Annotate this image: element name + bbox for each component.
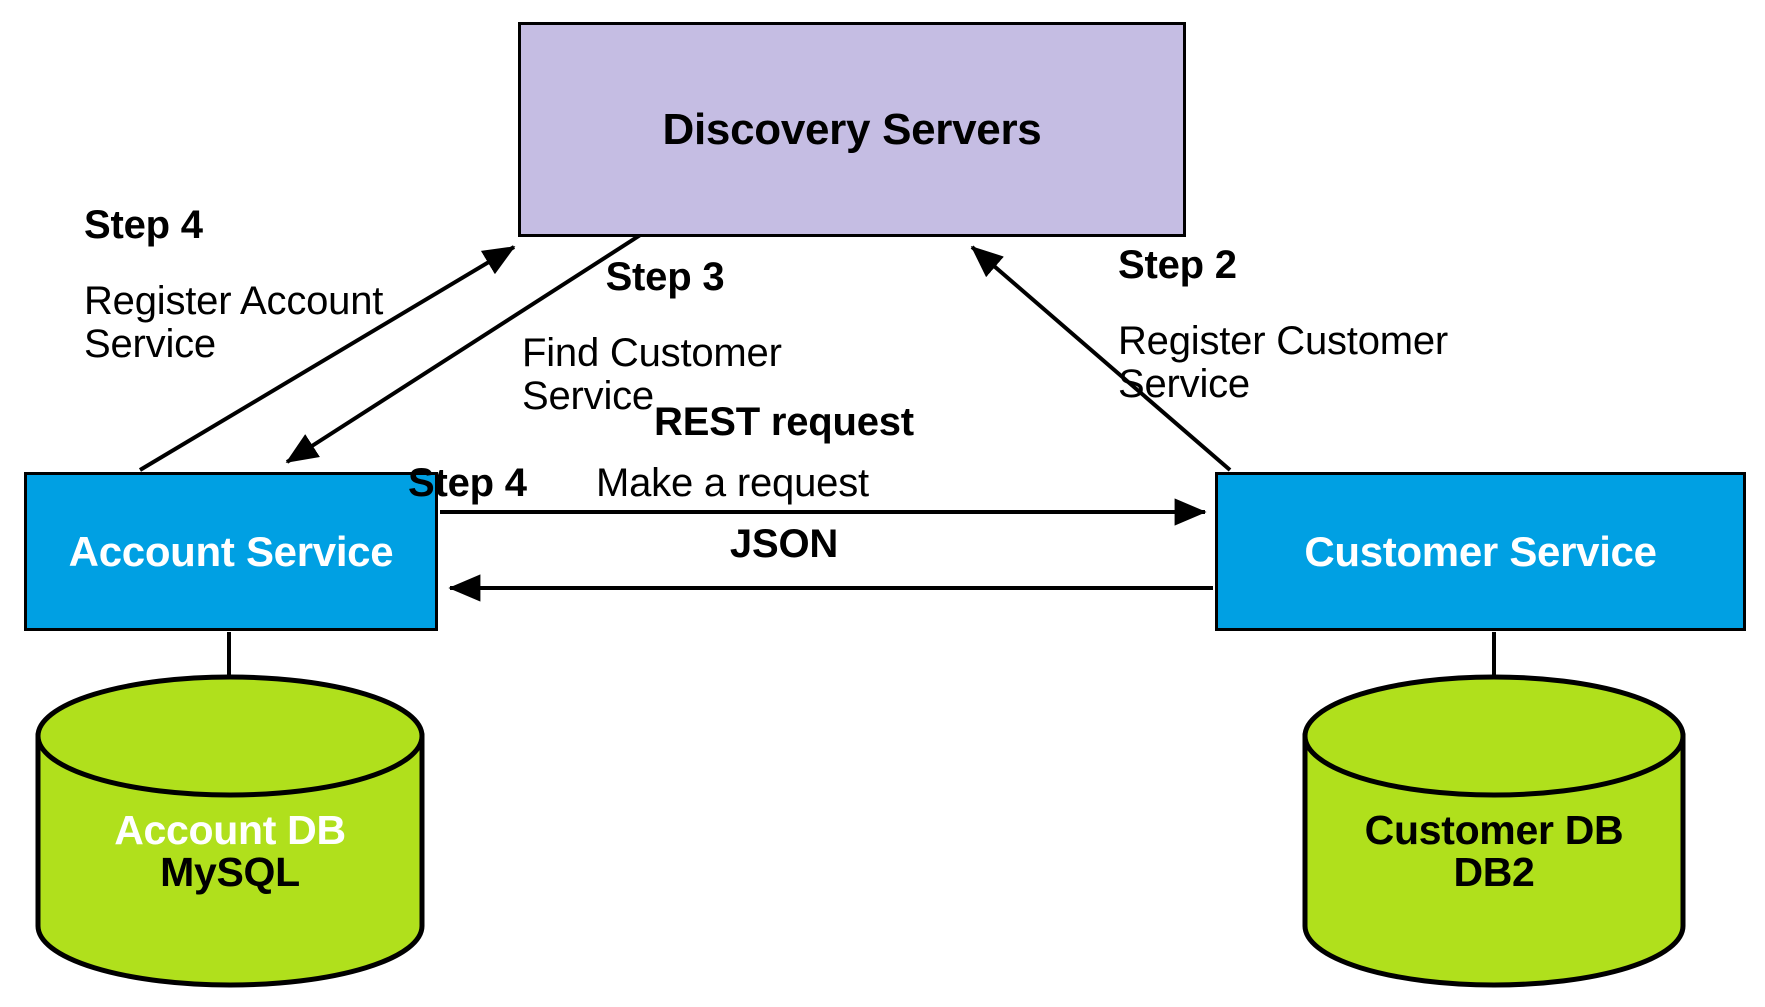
annotation-step3-desc: Find Customer Service xyxy=(522,331,782,418)
database-cylinder-icon xyxy=(1302,674,1686,988)
account-db-line1: Account DB xyxy=(114,807,346,853)
annotation-step4-left-title: Step 4 xyxy=(84,202,203,247)
annotation-step3-find-customer: Step 3 Find Customer Service xyxy=(522,222,808,451)
annotation-step3-title: Step 3 xyxy=(605,254,725,299)
account-db-line2: MySQL xyxy=(160,848,300,895)
annotation-step2-register-customer: Step 2 Register Customer Service xyxy=(1118,210,1448,439)
customer-db-label: Customer DB DB2 xyxy=(1300,807,1688,895)
annotation-step2-desc: Register Customer Service xyxy=(1118,319,1449,406)
annotation-step4-left-desc: Register Account Service xyxy=(84,279,384,366)
customer-service-label: Customer Service xyxy=(1304,527,1657,575)
database-cylinder-icon xyxy=(35,674,425,988)
edge-label-make-a-request: Make a request xyxy=(596,461,869,505)
customer-db-line1: Customer DB xyxy=(1364,807,1624,853)
account-db-label: Account DB MySQL xyxy=(33,807,427,895)
edge-label-json: JSON xyxy=(729,522,839,566)
edge-label-step4: Step 4 xyxy=(408,461,527,505)
edge-label-rest-request: REST request xyxy=(654,400,914,444)
account-service-label: Account Service xyxy=(68,527,394,575)
customer-db-node[interactable]: Customer DB DB2 xyxy=(1300,672,1688,990)
discovery-servers-node[interactable]: Discovery Servers xyxy=(518,22,1186,237)
customer-db-line2: DB2 xyxy=(1453,848,1535,895)
customer-service-node[interactable]: Customer Service xyxy=(1215,472,1746,631)
discovery-servers-label: Discovery Servers xyxy=(662,104,1042,154)
account-service-node[interactable]: Account Service xyxy=(24,472,438,631)
account-db-node[interactable]: Account DB MySQL xyxy=(33,672,427,990)
annotation-step2-title: Step 2 xyxy=(1118,242,1237,287)
annotation-step4-register-account: Step 4 Register Account Service xyxy=(84,170,383,399)
